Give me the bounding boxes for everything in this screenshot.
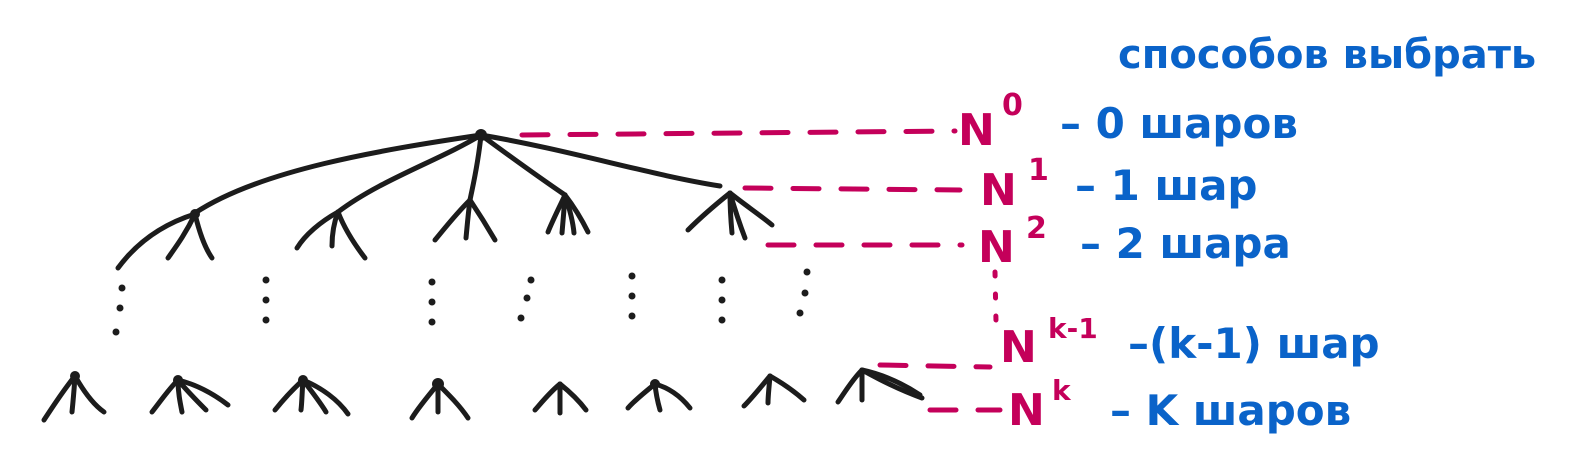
level-label-0: N 0 — [958, 88, 1023, 156]
leaf-subtree-1 — [41, 371, 107, 423]
leaf-subtree-6 — [625, 379, 693, 413]
svg-text:N: N — [980, 165, 1017, 216]
tree-structure — [41, 129, 925, 423]
guide-line-level-1 — [742, 185, 963, 193]
subtree-4 — [545, 192, 591, 236]
guide-line-level-k-1 — [877, 362, 993, 370]
subtree-1 — [115, 209, 215, 271]
svg-text:N: N — [1008, 385, 1045, 436]
svg-text:k: k — [1052, 374, 1072, 407]
level-desc-k-1: –(k-1) шар — [1128, 319, 1380, 368]
subtree-5 — [685, 190, 775, 241]
leaf-subtree-3 — [272, 375, 351, 417]
guide-line-level-0 — [519, 128, 958, 138]
level-label-1: N 1 — [980, 153, 1049, 216]
root-branch-4 — [478, 132, 568, 198]
guide-lines — [519, 128, 1003, 413]
level-label-k: N k — [1008, 374, 1072, 436]
root-branch-3 — [467, 132, 484, 203]
level-desc-0: – 0 шаров — [1060, 99, 1298, 148]
level-desc-1: – 1 шар — [1075, 161, 1257, 210]
subtree-2 — [294, 209, 368, 261]
level-descriptions: – 0 шаров – 1 шар – 2 шара –(k-1) шар – … — [1060, 99, 1380, 435]
svg-text:N: N — [1000, 322, 1037, 373]
ellipsis-dots — [112, 268, 811, 336]
svg-text:N: N — [978, 222, 1015, 273]
leaf-subtree-7 — [741, 373, 807, 409]
leaf-subtree-2 — [149, 375, 231, 415]
svg-text:2: 2 — [1026, 211, 1047, 246]
level-desc-k: – K шаров — [1110, 386, 1351, 435]
root-branch-1 — [192, 132, 484, 216]
svg-text:0: 0 — [1002, 88, 1023, 123]
subtree-3 — [432, 197, 498, 243]
level-labels: N 0 N 1 N 2 N k-1 N k — [958, 88, 1098, 436]
svg-text:k-1: k-1 — [1048, 312, 1098, 345]
leaf-subtree-8 — [835, 367, 925, 405]
level-desc-2: – 2 шара — [1080, 219, 1291, 268]
root-branch-2 — [335, 132, 484, 215]
level-label-k-1: N k-1 — [1000, 312, 1098, 373]
header-annotation: способов выбрать — [1118, 32, 1536, 78]
guide-dots-vertical — [992, 269, 999, 325]
leaf-subtree-4 — [409, 378, 471, 421]
svg-text:1: 1 — [1028, 153, 1049, 188]
root-branch-5 — [478, 132, 723, 189]
leaf-subtree-5 — [532, 381, 589, 416]
svg-text:N: N — [958, 105, 995, 156]
level-label-2: N 2 — [978, 211, 1047, 273]
